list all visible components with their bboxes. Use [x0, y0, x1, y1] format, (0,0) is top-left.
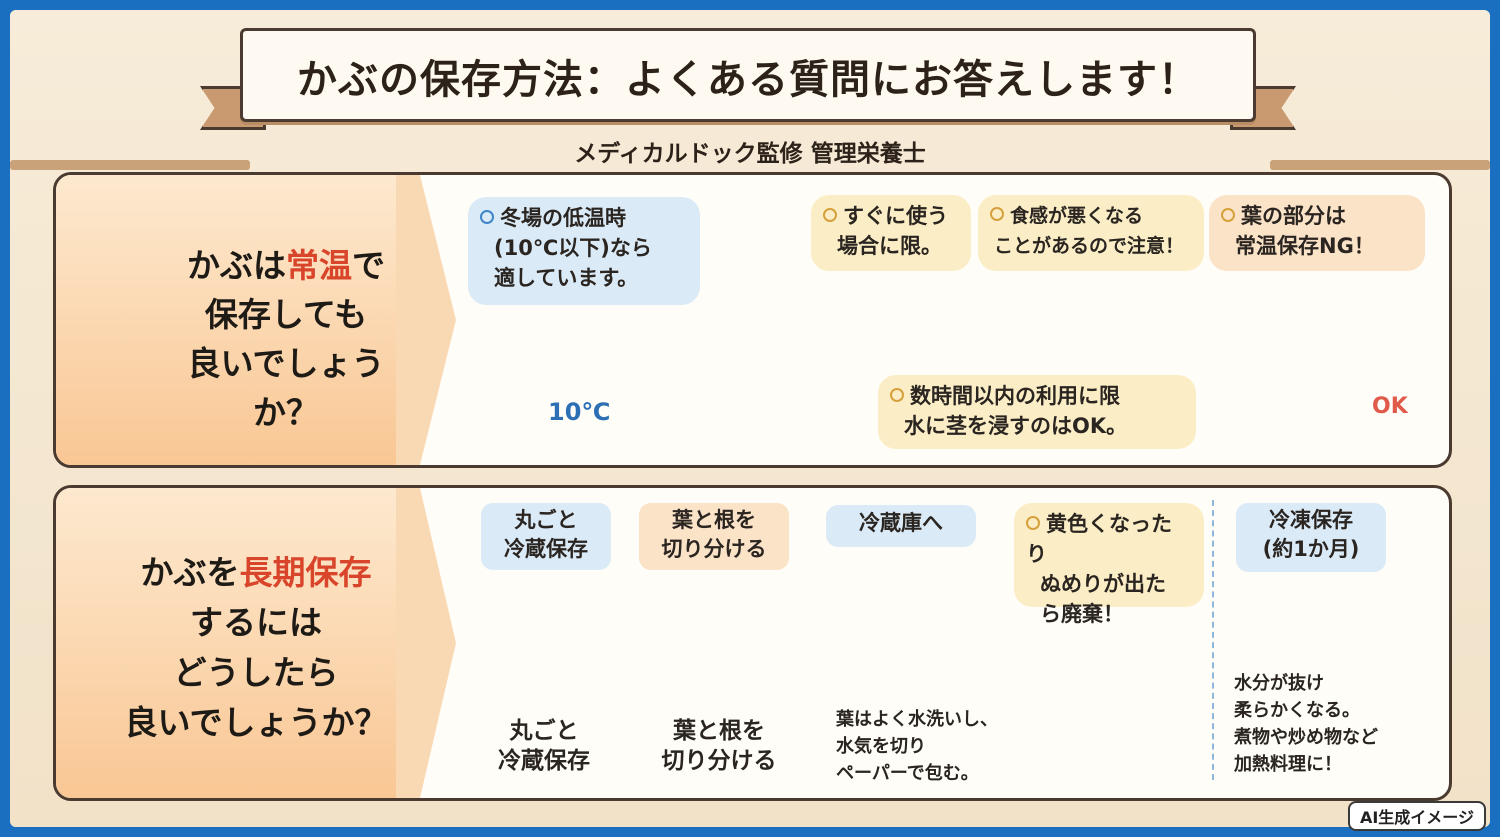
- bubble-discard-line2: ぬめりが出た: [1040, 572, 1166, 596]
- question-panel-room-temperature: かぶは常温で 保存しても 良いでしょうか？ 冬場の低温時 (10℃以下)なら 適…: [53, 172, 1452, 468]
- page-title: かぶの保存方法：よくある質問にお答えします！: [297, 57, 1199, 103]
- bullet-icon: [890, 388, 904, 402]
- bubble-leaves-line2: 常温保存NG！: [1235, 234, 1375, 258]
- bubble-discard-line3: ら廃棄！: [1040, 602, 1124, 626]
- tag-to-fridge: 冷蔵庫へ: [826, 505, 976, 547]
- tag-whole-line1: 丸ごと: [514, 508, 578, 532]
- question-1-line1-pre: かぶは: [187, 246, 286, 285]
- tag-freeze-line1: 冷凍保存: [1269, 508, 1353, 532]
- caption-whole-line2: 冷蔵保存: [498, 748, 590, 774]
- bullet-icon: [480, 210, 494, 224]
- tag-cut-line2: 切り分ける: [661, 537, 767, 561]
- caption-freeze-instructions: 水分が抜け柔らかくなる。煮物や炒め物など加熱料理に！: [1234, 670, 1394, 778]
- title-banner: かぶの保存方法：よくある質問にお答えします！: [240, 28, 1256, 122]
- bubble-texture-warning: 食感が悪くなる ことがあるので注意！: [978, 195, 1204, 271]
- page-subtitle: メディカルドック監修 管理栄養士: [574, 141, 926, 167]
- bubble-discard-line1: 黄色くなったり: [1026, 512, 1172, 566]
- bullet-icon: [1221, 208, 1235, 222]
- caption-whole-line1: 丸ごと: [509, 718, 579, 744]
- ok-label: OK: [1372, 394, 1408, 419]
- bubble-cold-storage: 冬場の低温時 (10℃以下)なら 適しています。: [468, 197, 700, 305]
- question-text-2: かぶを長期保存 するには どうしたら 良いでしょうか？: [96, 548, 416, 748]
- tag-whole-refrigerate: 丸ごと冷蔵保存: [481, 503, 611, 570]
- bubble-leaves-ng: 葉の部分は 常温保存NG！: [1209, 195, 1425, 271]
- tag-whole-line2: 冷蔵保存: [504, 537, 588, 561]
- bubble-cold-line2: (10℃以下)なら: [494, 236, 652, 260]
- bullet-icon: [1026, 516, 1040, 530]
- bubble-water-line1: 数時間以内の利用に限: [910, 384, 1120, 408]
- bubble-texture-line2: ことがあるので注意！: [994, 235, 1185, 257]
- caption-fridge-line3: ペーパーで包む。: [836, 763, 979, 784]
- tag-cut-leaves-root: 葉と根を切り分ける: [639, 503, 789, 570]
- caption-freeze-line1: 水分が抜け: [1234, 673, 1324, 694]
- ai-generated-badge: AI生成イメージ: [1347, 801, 1486, 831]
- bubble-water-line2: 水に茎を浸すのはOK。: [904, 414, 1128, 438]
- tag-freeze-line2: (約1か月): [1262, 537, 1360, 561]
- question-text-1: かぶは常温で 保存しても 良いでしょうか？: [156, 241, 416, 437]
- question-1-line2: 保存しても: [204, 295, 368, 334]
- question-1-line3: 良いでしょうか？: [187, 344, 385, 432]
- bullet-icon: [823, 208, 837, 222]
- caption-freeze-line3: 煮物や炒め物など: [1234, 727, 1378, 748]
- question-2-line2: するには: [190, 603, 322, 642]
- bubble-leaves-line1: 葉の部分は: [1241, 204, 1346, 228]
- question-1-line1-post: で: [352, 246, 385, 285]
- bubble-soon-line1: すぐに使う: [843, 204, 948, 228]
- caption-freeze-line4: 加熱料理に！: [1234, 754, 1342, 775]
- caption-fridge-line2: 水気を切り: [836, 736, 926, 757]
- caption-cut-line2: 切り分ける: [661, 748, 777, 774]
- question-zone: [56, 488, 416, 798]
- bubble-cold-line3: 適しています。: [494, 266, 639, 290]
- caption-cut-leaves-root: 葉と根を切り分ける: [649, 716, 789, 776]
- caption-whole-refrigerate: 丸ごと冷蔵保存: [484, 716, 604, 776]
- caption-cut-line1: 葉と根を: [673, 718, 765, 744]
- caption-fridge-line1: 葉はよく水洗いし、: [836, 709, 998, 730]
- bubble-texture-line1: 食感が悪くなる: [1010, 205, 1144, 227]
- bubble-use-soon: すぐに使う 場合に限。: [811, 195, 971, 271]
- question-2-line1-pre: かぶを: [140, 553, 240, 592]
- bubble-soon-line2: 場合に限。: [837, 234, 942, 258]
- question-panel-long-term: かぶを長期保存 するには どうしたら 良いでしょうか？ 丸ごと冷蔵保存 葉と根を…: [53, 485, 1452, 801]
- section-divider: [1212, 500, 1214, 780]
- bubble-discard: 黄色くなったり ぬめりが出た ら廃棄！: [1014, 503, 1204, 626]
- caption-freeze-line2: 柔らかくなる。: [1234, 700, 1360, 721]
- tag-cut-line1: 葉と根を: [672, 508, 756, 532]
- question-2-line3: どうしたら: [173, 653, 339, 692]
- bubble-cold-line1: 冬場の低温時: [500, 206, 626, 230]
- question-2-highlight: 長期保存: [239, 553, 372, 592]
- tag-freeze: 冷凍保存 (約1か月): [1236, 503, 1386, 572]
- caption-fridge-instructions: 葉はよく水洗いし、水気を切りペーパーで包む。: [836, 706, 1026, 787]
- temperature-label: 10℃: [548, 398, 611, 426]
- question-1-highlight: 常温: [286, 246, 352, 285]
- bullet-icon: [990, 207, 1004, 221]
- question-2-line4: 良いでしょうか？: [124, 703, 388, 742]
